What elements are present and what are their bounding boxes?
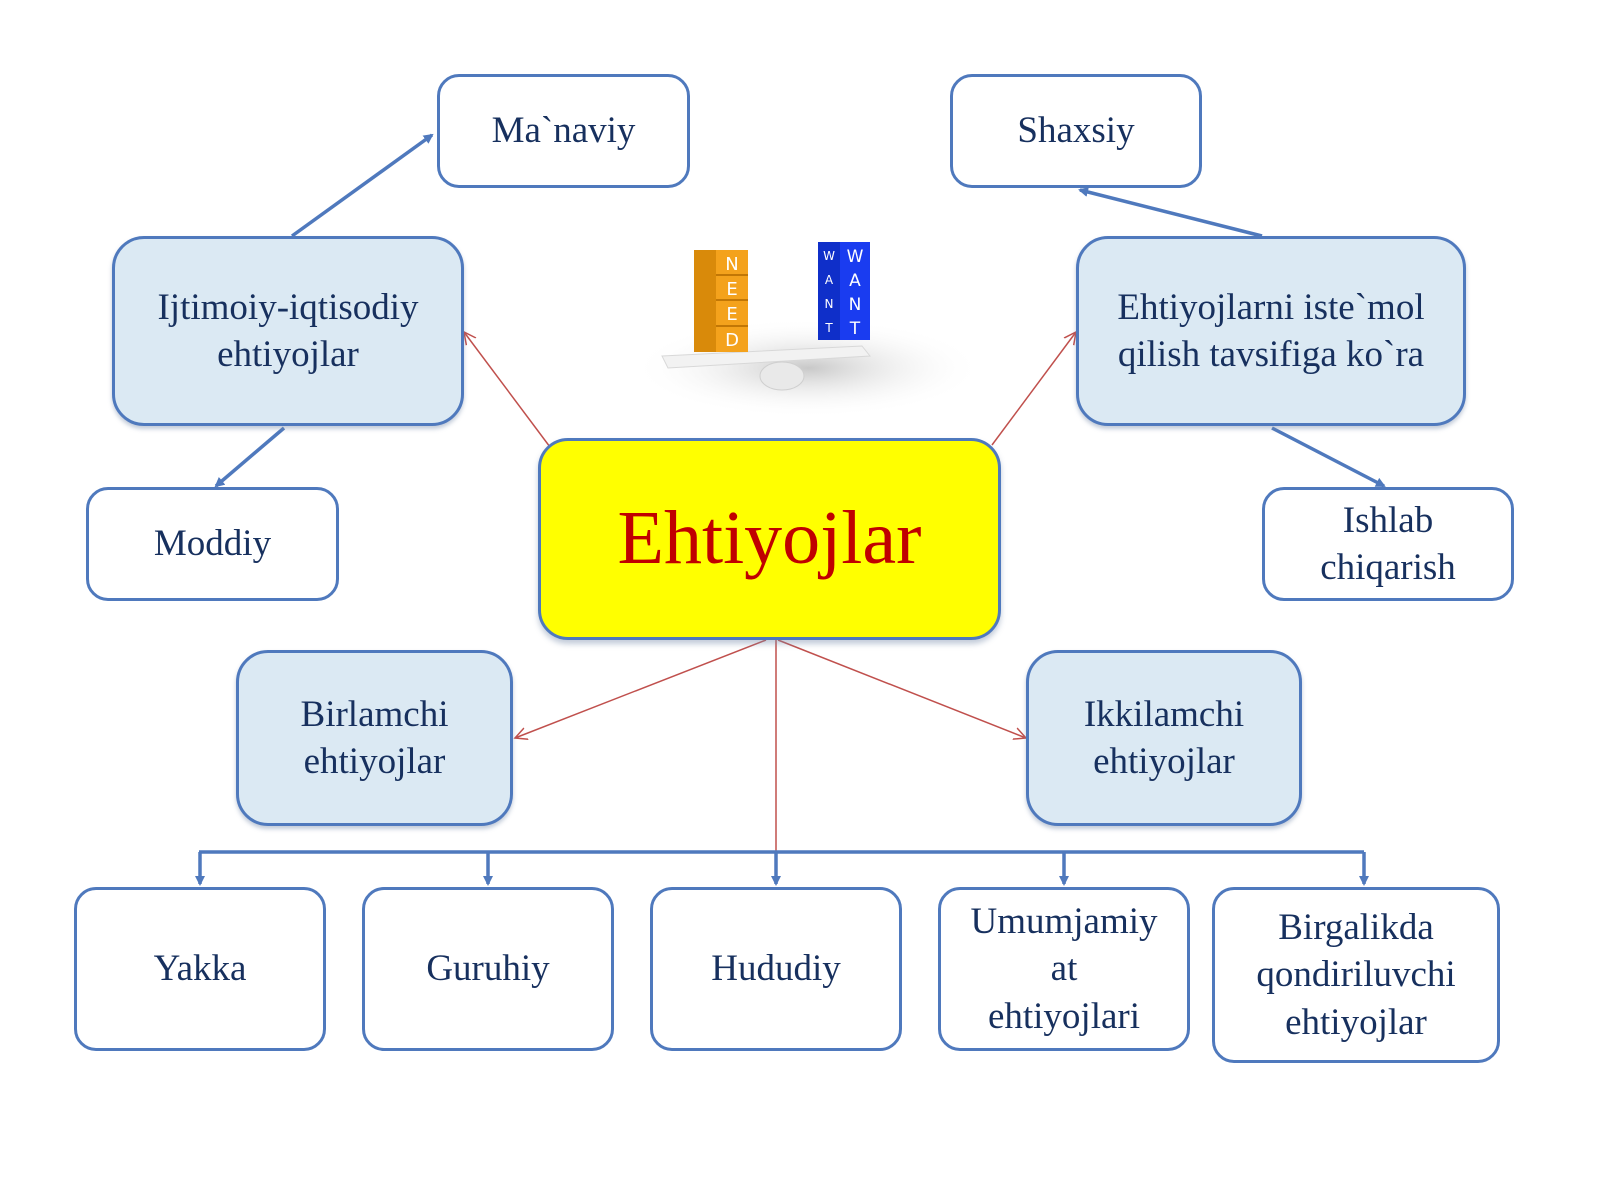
- need-want-illustration: N E E D W A N T W A N T: [632, 228, 984, 424]
- node-istemol-tavsifi: Ehtiyojlarni iste`mol qilish tavsifiga k…: [1076, 236, 1466, 426]
- node-ehtiyojlar-center-label: Ehtiyojlar: [617, 496, 922, 581]
- node-hududiy-label: Hududiy: [711, 948, 841, 990]
- node-birgalikda-label: Birgalikda qondiriluvchi ehtiyojlar: [1256, 906, 1456, 1043]
- want-letter-n: N: [849, 295, 862, 315]
- node-shaxsiy: Shaxsiy: [950, 74, 1202, 188]
- arrow-istemol-to-shaxsiy: [1078, 187, 1263, 238]
- want-side-t: T: [824, 321, 833, 335]
- node-birlamchi: Birlamchi ehtiyojlar: [236, 650, 513, 826]
- node-birgalikda: Birgalikda qondiriluvchi ehtiyojlar: [1212, 887, 1500, 1063]
- node-ishlab-chiqarish: Ishlab chiqarish: [1262, 487, 1514, 601]
- node-birlamchi-label: Birlamchi ehtiyojlar: [300, 693, 449, 782]
- want-letter-w: W: [847, 247, 864, 267]
- node-guruhiy: Guruhiy: [362, 887, 614, 1051]
- need-column: N E E D: [694, 250, 748, 352]
- node-ehtiyojlar-center: Ehtiyojlar: [538, 438, 1001, 640]
- node-ijtimoiy-iqtisodiy: Ijtimoiy-iqtisodiy ehtiyojlar: [112, 236, 464, 426]
- need-letter-n: N: [725, 254, 738, 275]
- arrow-center-to-ikkilamchi: [777, 639, 1026, 738]
- node-yakka: Yakka: [74, 887, 326, 1051]
- arrow-ijtimoiy-to-manaviy: [290, 133, 434, 238]
- node-ikkilamchi: Ikkilamchi ehtiyojlar: [1026, 650, 1302, 826]
- arrow-ijtimoiy-to-moddiy: [214, 426, 286, 488]
- node-hududiy: Hududiy: [650, 887, 902, 1051]
- node-moddiy: Moddiy: [86, 487, 339, 601]
- need-letter-e1: E: [726, 279, 737, 300]
- need-letter-d: D: [725, 330, 739, 351]
- node-ikkilamchi-label: Ikkilamchi ehtiyojlar: [1083, 693, 1245, 782]
- want-side-n: N: [825, 297, 834, 311]
- arrow-center-to-birlamchi: [515, 639, 767, 738]
- arrow-center-to-istemol: [991, 332, 1076, 446]
- node-yakka-label: Yakka: [153, 948, 247, 990]
- node-moddiy-label: Moddiy: [153, 523, 272, 565]
- want-column: W A N T W A N T: [818, 242, 870, 340]
- need-letter-e2: E: [726, 304, 737, 325]
- node-istemol-tavsifi-label: Ehtiyojlarni iste`mol qilish tavsifiga k…: [1117, 286, 1425, 375]
- arrow-istemol-to-ishlab: [1271, 426, 1386, 488]
- node-manaviy-label: Ma`naviy: [491, 110, 636, 152]
- node-ishlab-chiqarish-label: Ishlab chiqarish: [1320, 499, 1456, 588]
- node-guruhiy-label: Guruhiy: [426, 948, 550, 990]
- node-umumjamiyat: Umumjamiy at ehtiyojlari: [938, 887, 1190, 1051]
- arrow-center-to-ijtimoiy: [464, 332, 551, 448]
- want-letter-a: A: [849, 271, 861, 291]
- want-letter-t: T: [849, 319, 861, 339]
- node-shaxsiy-label: Shaxsiy: [1017, 110, 1135, 152]
- node-ijtimoiy-iqtisodiy-label: Ijtimoiy-iqtisodiy ehtiyojlar: [157, 286, 419, 375]
- want-side-w: W: [823, 249, 835, 263]
- want-side-a: A: [825, 273, 834, 287]
- node-manaviy: Ma`naviy: [437, 74, 690, 188]
- node-umumjamiyat-label: Umumjamiy at ehtiyojlari: [970, 900, 1158, 1037]
